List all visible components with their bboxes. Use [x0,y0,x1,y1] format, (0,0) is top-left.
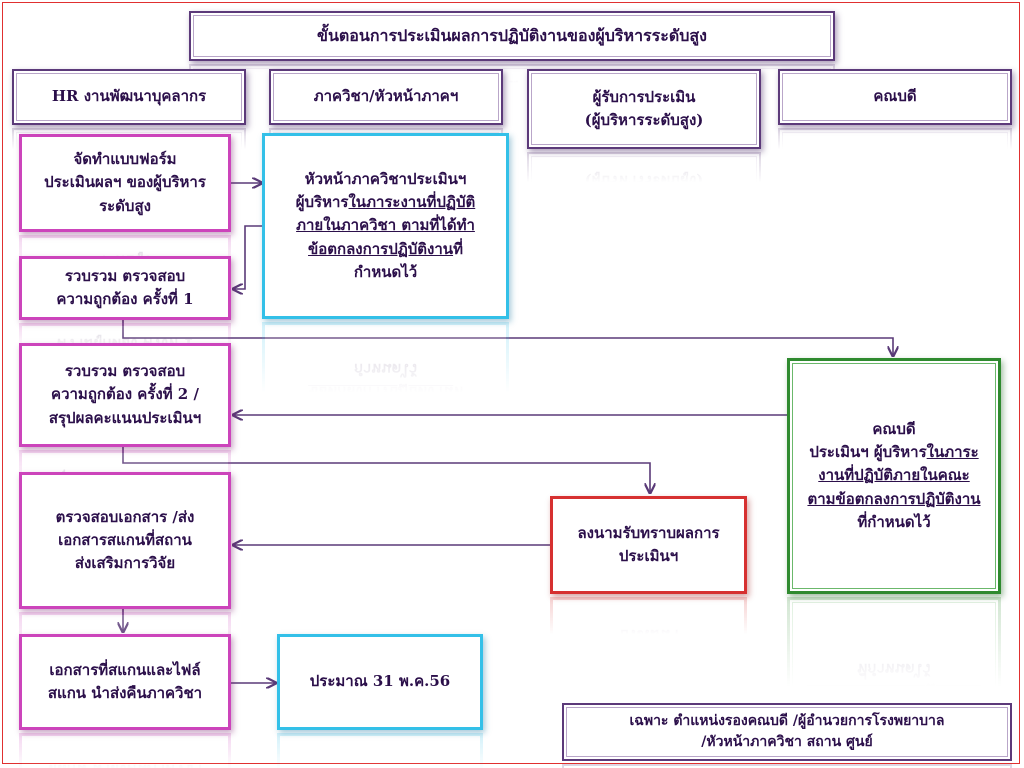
scope-note-line1: เฉพาะ ตำแหน่งรองคณบดี /ผู้อำนวยการโรงพยา… [629,713,945,729]
dean-eval-line3: งานที่ปฏิบัติภายในคณะ [818,466,970,485]
dept-eval-line5: กำหนดไว้ [353,262,418,281]
step-dept-evaluation: หัวหน้าภาควิชาประเมินฯ ผู้บริหารในภาระงา… [262,133,509,319]
step-verify-docs-line3: ส่งเสริมการวิจัย [74,554,176,573]
step-sign-line2: ประเมินฯ [618,547,679,565]
scope-note-line2: /หัวหน้าภาควิชา สถาน ศูนย์ [701,734,873,750]
dept-eval-line2: ผู้บริหารในภาระงานที่ปฏิบัติ [296,191,475,214]
step-scanned-return-line1: เอกสารที่สแกนและไฟล์ [49,660,201,679]
scope-note: เฉพาะ ตำแหน่งรองคณบดี /ผู้อำนวยการโรงพยา… [562,703,1012,761]
step-check-2-line3: สรุปผลคะแนนประเมินฯ [48,408,202,427]
title-text: ขั้นตอนการประเมินผลการปฏิบัติงานของผู้บร… [317,25,707,45]
dean-eval-line2b: ในภาระ [926,443,979,462]
lane-header-evaluatee: ผู้รับการประเมิน (ผู้บริหารระดับสูง) [527,69,761,149]
step-prepare-form-line1: จัดทำแบบฟอร์ม [73,150,177,169]
lane-header-hr: HR งานพัฒนาบุคลากร [12,69,246,125]
step-check-1-line2: ความถูกต้อง ครั้งที่ 1 [56,290,194,308]
step-sign-line1: ลงนามรับทราบผลการ [577,523,720,542]
lane-header-dean-label: คณบดี [873,87,917,106]
step-check-2-line2: ความถูกต้อง ครั้งที่ 2 / [51,385,199,404]
lane-header-dept-label: ภาควิชา/หัวหน้าภาคฯ [313,87,459,106]
lane-header-hr-label: HR งานพัฒนาบุคลากร [51,87,207,106]
dean-eval-line2a: ประเมินฯ ผู้บริหาร [809,443,927,462]
step-scanned-return: เอกสารที่สแกนและไฟล์ สแกน นำส่งคืนภาควิช… [19,634,231,730]
dept-eval-line4b: ที่ [453,239,463,258]
dept-eval-line2b: ในภาระงานที่ปฏิบัติ [348,193,476,212]
dept-eval-line1: หัวหน้าภาควิชาประเมินฯ [304,169,467,188]
step-deadline-label: ประมาณ 31 พ.ค.56 [309,672,451,691]
arrow-check2-to-sign [122,447,650,493]
lane-header-dept: ภาควิชา/หัวหน้าภาคฯ [269,69,503,125]
dean-eval-line1: คณบดี [872,419,916,438]
step-check-1-line1: รวบรวม ตรวจสอบ [64,266,186,285]
step-verify-docs: ตรวจสอบเอกสาร /ส่ง เอกสารสแกนที่สถาน ส่ง… [19,472,231,609]
step-prepare-form: จัดทำแบบฟอร์ม ประเมินผลฯ ของผู้บริหาร ระ… [19,134,231,232]
step-verify-docs-line2: เอกสารสแกนที่สถาน [58,530,192,549]
dean-eval-line2: ประเมินฯ ผู้บริหารในภาระ [809,441,978,464]
dept-eval-line2a: ผู้บริหาร [295,193,349,212]
step-check-2-line1: รวบรวม ตรวจสอบ [64,362,186,381]
diagram-title: ขั้นตอนการประเมินผลการปฏิบัติงานของผู้บร… [189,11,835,61]
arrow-dept-to-check1 [233,225,262,289]
dept-eval-line4a: ข้อตกลงการปฏิบัติงาน [308,239,454,258]
step-deadline: ประมาณ 31 พ.ค.56 [277,634,483,730]
step-scanned-return-line2: สแกน นำส่งคืนภาควิชา [47,684,203,702]
dean-eval-line4: ตามข้อตกลงการปฏิบัติงาน [807,489,981,508]
step-verify-docs-line1: ตรวจสอบเอกสาร /ส่ง [55,507,195,526]
step-dean-evaluation: คณบดี ประเมินฯ ผู้บริหารในภาระ งานที่ปฏิ… [787,358,1001,594]
step-check-1: รวบรวม ตรวจสอบ ความถูกต้อง ครั้งที่ 1 [19,256,231,320]
step-sign-acknowledge: ลงนามรับทราบผลการ ประเมินฯ [550,496,747,594]
dean-eval-line5: ที่กำหนดไว้ [857,512,931,531]
arrow-check1-to-dean [122,320,893,356]
step-prepare-form-line3: ระดับสูง [99,196,151,215]
lane-header-evaluatee-line1: ผู้รับการประเมิน [592,87,696,106]
dept-eval-line4: ข้อตกลงการปฏิบัติงานที่ [308,238,463,261]
dept-eval-line3: ภายในภาควิชา ตามที่ได้ทำ [296,216,475,235]
lane-header-dean: คณบดี [778,69,1012,125]
step-prepare-form-line2: ประเมินผลฯ ของผู้บริหาร [44,173,206,192]
lane-header-evaluatee-line2: (ผู้บริหารระดับสูง) [584,111,704,129]
step-check-2: รวบรวม ตรวจสอบ ความถูกต้อง ครั้งที่ 2 / … [19,343,231,447]
